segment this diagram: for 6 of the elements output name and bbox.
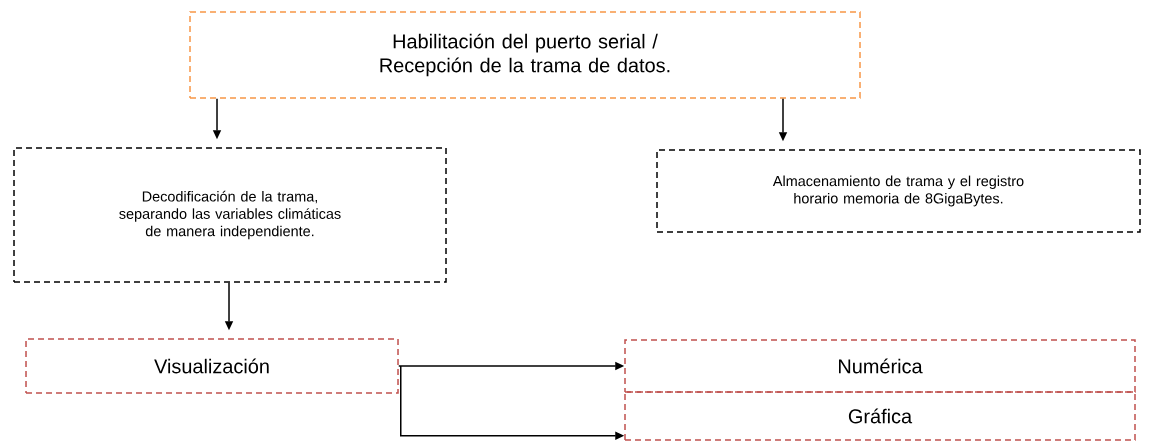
process-box: Gráfica: [624, 391, 1136, 441]
process-box: Visualización: [25, 338, 399, 394]
process-box: Numérica: [624, 339, 1136, 393]
process-box: Almacenamiento de trama y el registro horario memoria de 8GigaBytes.: [656, 149, 1141, 233]
process-box: Decodificación de la trama, separando las variables climáticas de manera independiente.: [13, 147, 447, 283]
process-box: Habilitación del puerto serial / Recepción de la trama de datos.: [189, 11, 861, 99]
